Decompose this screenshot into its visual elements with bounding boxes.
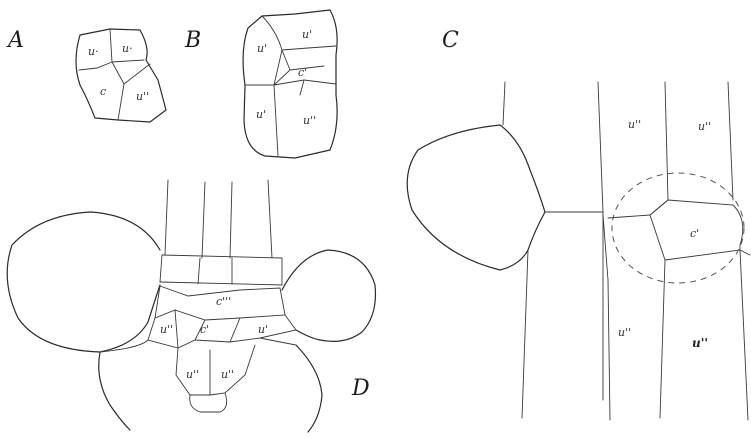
- panel-b-walls: [245, 16, 336, 156]
- panel-c-label-c: c': [690, 227, 699, 240]
- panel-d-filament-4: [268, 180, 272, 258]
- panel-a-outline: [76, 29, 166, 122]
- panel-d-bottom-cell: [190, 393, 227, 412]
- panel-d-label-c-center: c': [200, 323, 209, 336]
- panel-c-wall-5: [603, 215, 610, 420]
- panel-c-label-u1: u'': [628, 118, 641, 131]
- panel-c-wall-8: [608, 200, 743, 260]
- panel-d: D c''' u'' c' u' u'' u'': [7, 180, 375, 432]
- panel-c-label-u2: u'': [698, 120, 711, 133]
- panel-b-label-c: c': [298, 66, 307, 79]
- panel-d-left-round: [7, 212, 160, 352]
- panel-c-wall-1: [503, 82, 505, 125]
- panel-c-wall-4: [598, 82, 603, 400]
- panel-d-filament-3: [230, 182, 232, 258]
- panel-d-bottom-left-curve: [99, 352, 130, 430]
- panel-b-outline: [243, 10, 337, 158]
- panel-c-label-u3: u'': [618, 326, 631, 339]
- panel-d-band-bottom: [160, 282, 282, 285]
- panel-c-wall-2: [522, 250, 528, 418]
- panel-b-letter: B: [184, 28, 201, 53]
- panel-d-label-u-bottom-left: u'': [186, 368, 199, 381]
- panel-b-label-u3: u': [256, 108, 266, 121]
- panel-d-filament-1: [165, 180, 168, 255]
- panel-b-label-u4: u'': [303, 114, 316, 127]
- panel-d-band-top: [162, 255, 282, 258]
- panel-b: B u' u' c' u' u'': [184, 10, 337, 158]
- panel-d-filament-2: [202, 182, 205, 258]
- panel-a-label-u1: u·: [88, 45, 99, 58]
- panel-c-letter: C: [442, 28, 459, 53]
- panel-c-dashed-circle: [612, 173, 744, 283]
- panel-c-wall-9: [740, 250, 750, 420]
- panel-d-band-sides: [160, 255, 282, 285]
- panel-d-bottom-right-join: [260, 338, 296, 345]
- panel-d-label-u-left: u'': [160, 323, 173, 336]
- panel-a-label-u2: u·: [122, 42, 133, 55]
- panel-a-letter: A: [6, 28, 24, 53]
- panel-c-wall-7: [728, 82, 733, 200]
- panel-b-label-u2: u': [257, 42, 267, 55]
- panel-d-letter: D: [351, 376, 370, 401]
- panel-a: A u· u· c u'': [6, 28, 166, 122]
- panel-c-round-cell: [407, 125, 545, 270]
- panel-c: C u'' u'' c' u'' u'': [407, 28, 750, 420]
- panel-d-label-u-right: u': [258, 323, 268, 336]
- panel-d-right-round: [282, 250, 375, 341]
- panel-c-label-u4: u'': [692, 336, 708, 350]
- panel-d-label-u-bottom-right: u'': [221, 368, 234, 381]
- panel-d-label-c-top: c''': [216, 295, 231, 308]
- panel-d-bottom-right-curve: [296, 345, 322, 432]
- panel-b-label-u1: u': [302, 28, 312, 41]
- panel-c-wall-6: [650, 82, 668, 418]
- panel-a-label-u3: u'': [136, 90, 149, 103]
- panel-a-label-c: c: [100, 85, 106, 98]
